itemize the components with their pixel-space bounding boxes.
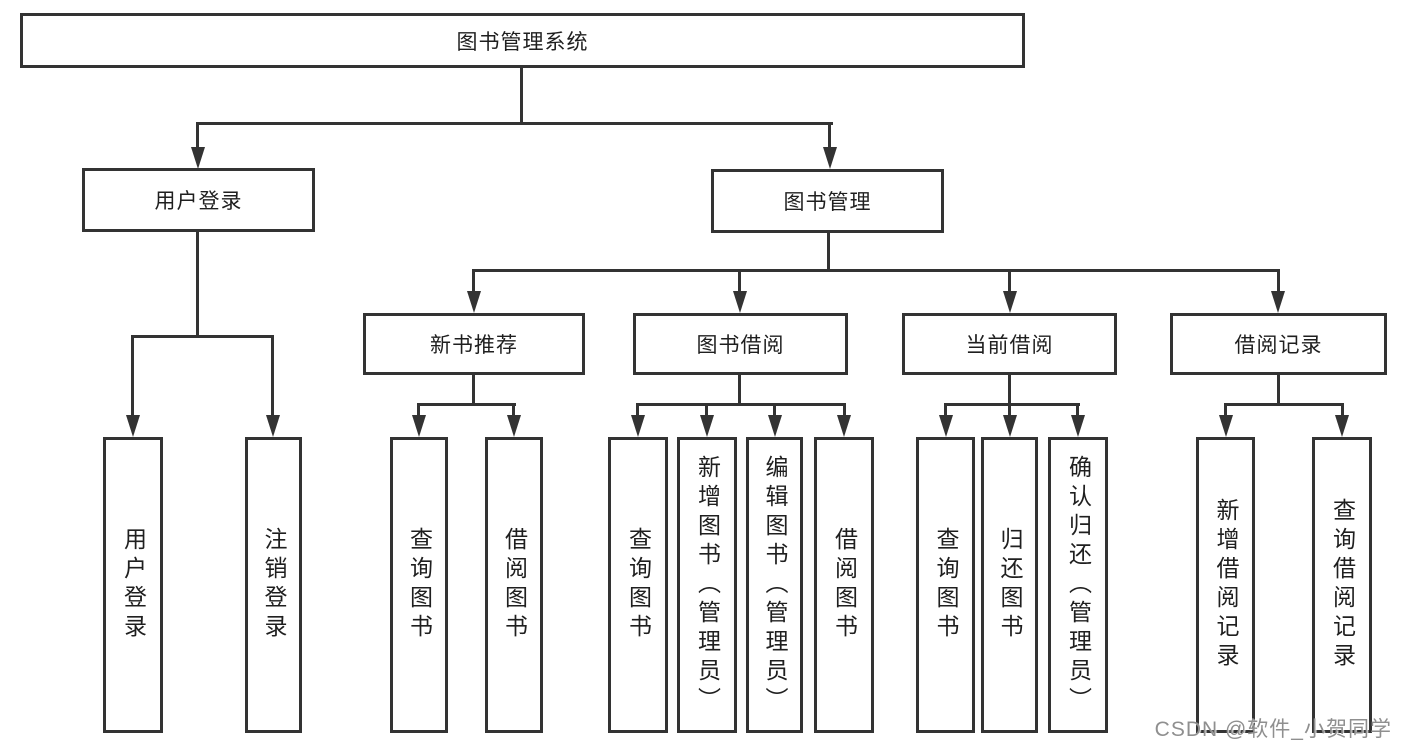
connector-line bbox=[271, 335, 274, 417]
node-query-books-borrowing: 查询图书 bbox=[608, 437, 668, 733]
arrow-down-icon bbox=[1271, 291, 1285, 313]
connector-line bbox=[472, 269, 475, 294]
node-query-books-recommend: 查询图书 bbox=[390, 437, 448, 733]
arrow-down-icon bbox=[191, 147, 205, 169]
node-borrow-books-leaf: 借阅图书 bbox=[814, 437, 874, 733]
connector-line bbox=[827, 233, 830, 272]
connector-line bbox=[705, 403, 708, 417]
node-current-borrowing: 当前借阅 bbox=[902, 313, 1117, 375]
arrow-down-icon bbox=[1003, 291, 1017, 313]
arrow-down-icon bbox=[1219, 415, 1233, 437]
node-user-login-leaf-label: 用户登录 bbox=[120, 527, 147, 643]
connector-line bbox=[944, 403, 1080, 406]
connector-line bbox=[828, 122, 831, 150]
node-query-books-borrowing-label: 查询图书 bbox=[625, 527, 652, 643]
connector-line bbox=[472, 375, 475, 406]
connector-line bbox=[843, 403, 846, 417]
connector-line bbox=[1341, 403, 1344, 417]
connector-line bbox=[196, 232, 199, 337]
node-book-management: 图书管理 bbox=[711, 169, 944, 233]
connector-line bbox=[1008, 269, 1011, 294]
connector-line bbox=[131, 335, 274, 338]
node-book-management-label: 图书管理 bbox=[783, 191, 872, 214]
arrow-down-icon bbox=[768, 415, 782, 437]
node-borrow-books-recommend-label: 借阅图书 bbox=[501, 527, 528, 643]
csdn-watermark: CSDN @软件_小贺同学 bbox=[1154, 718, 1392, 741]
node-add-borrow-record: 新增借阅记录 bbox=[1196, 437, 1255, 733]
arrow-down-icon bbox=[507, 415, 521, 437]
connector-line bbox=[196, 122, 199, 150]
connector-line bbox=[944, 403, 947, 417]
arrow-down-icon bbox=[412, 415, 426, 437]
node-confirm-return-admin: 确认归还（管理员） bbox=[1048, 437, 1108, 733]
node-book-borrowing: 图书借阅 bbox=[633, 313, 848, 375]
connector-line bbox=[196, 122, 833, 125]
connector-line bbox=[1224, 403, 1344, 406]
connector-line bbox=[417, 403, 516, 406]
node-confirm-return-admin-label: 确认归还（管理员） bbox=[1065, 454, 1092, 716]
connector-line bbox=[131, 335, 134, 417]
node-borrowing-records: 借阅记录 bbox=[1170, 313, 1387, 375]
node-user-login-leaf: 用户登录 bbox=[103, 437, 163, 733]
node-edit-book-admin: 编辑图书（管理员） bbox=[746, 437, 803, 733]
node-user-login: 用户登录 bbox=[82, 168, 315, 232]
connector-line bbox=[1008, 375, 1011, 406]
node-logout-leaf-label: 注销登录 bbox=[261, 527, 287, 643]
node-new-book-recommend: 新书推荐 bbox=[363, 313, 585, 375]
connector-line bbox=[738, 375, 741, 406]
node-add-book-admin: 新增图书（管理员） bbox=[677, 437, 737, 733]
node-user-login-label: 用户登录 bbox=[154, 190, 243, 213]
connector-line bbox=[1076, 403, 1079, 417]
arrow-down-icon bbox=[266, 415, 280, 437]
node-return-book: 归还图书 bbox=[981, 437, 1038, 733]
node-borrowing-records-label: 借阅记录 bbox=[1234, 334, 1323, 357]
arrow-down-icon bbox=[837, 415, 851, 437]
node-query-borrow-record-label: 查询借阅记录 bbox=[1329, 498, 1356, 672]
node-edit-book-admin-label: 编辑图书（管理员） bbox=[762, 454, 788, 716]
node-book-borrowing-label: 图书借阅 bbox=[696, 334, 785, 357]
connector-line bbox=[636, 403, 846, 406]
node-query-books-current-label: 查询图书 bbox=[933, 527, 959, 643]
arrow-down-icon bbox=[1335, 415, 1349, 437]
arrow-down-icon bbox=[631, 415, 645, 437]
node-add-borrow-record-label: 新增借阅记录 bbox=[1213, 498, 1239, 672]
arrow-down-icon bbox=[1003, 415, 1017, 437]
connector-line bbox=[1008, 403, 1011, 417]
connector-line bbox=[1224, 403, 1227, 417]
connector-line bbox=[417, 403, 420, 417]
node-return-book-label: 归还图书 bbox=[997, 527, 1023, 643]
node-query-books-current: 查询图书 bbox=[916, 437, 975, 733]
connector-line bbox=[738, 269, 741, 294]
node-library-system: 图书管理系统 bbox=[20, 13, 1025, 68]
connector-line bbox=[512, 403, 515, 417]
node-library-system-label: 图书管理系统 bbox=[456, 30, 589, 54]
node-borrow-books-recommend: 借阅图书 bbox=[485, 437, 543, 733]
connector-line bbox=[520, 68, 523, 124]
connector-line bbox=[1277, 269, 1280, 294]
arrow-down-icon bbox=[126, 415, 140, 437]
node-add-book-admin-label: 新增图书（管理员） bbox=[694, 454, 721, 716]
node-query-borrow-record: 查询借阅记录 bbox=[1312, 437, 1372, 733]
arrow-down-icon bbox=[467, 291, 481, 313]
arrow-down-icon bbox=[823, 147, 837, 169]
node-borrow-books-leaf-label: 借阅图书 bbox=[831, 527, 858, 643]
arrow-down-icon bbox=[700, 415, 714, 437]
node-new-book-recommend-label: 新书推荐 bbox=[430, 334, 518, 357]
arrow-down-icon bbox=[733, 291, 747, 313]
arrow-down-icon bbox=[1071, 415, 1085, 437]
arrow-down-icon bbox=[939, 415, 953, 437]
node-query-books-recommend-label: 查询图书 bbox=[406, 527, 433, 643]
connector-line bbox=[773, 403, 776, 417]
connector-line bbox=[472, 269, 1280, 272]
connector-line bbox=[1277, 375, 1280, 406]
connector-line bbox=[636, 403, 639, 417]
node-logout-leaf: 注销登录 bbox=[245, 437, 302, 733]
node-current-borrowing-label: 当前借阅 bbox=[965, 334, 1054, 357]
